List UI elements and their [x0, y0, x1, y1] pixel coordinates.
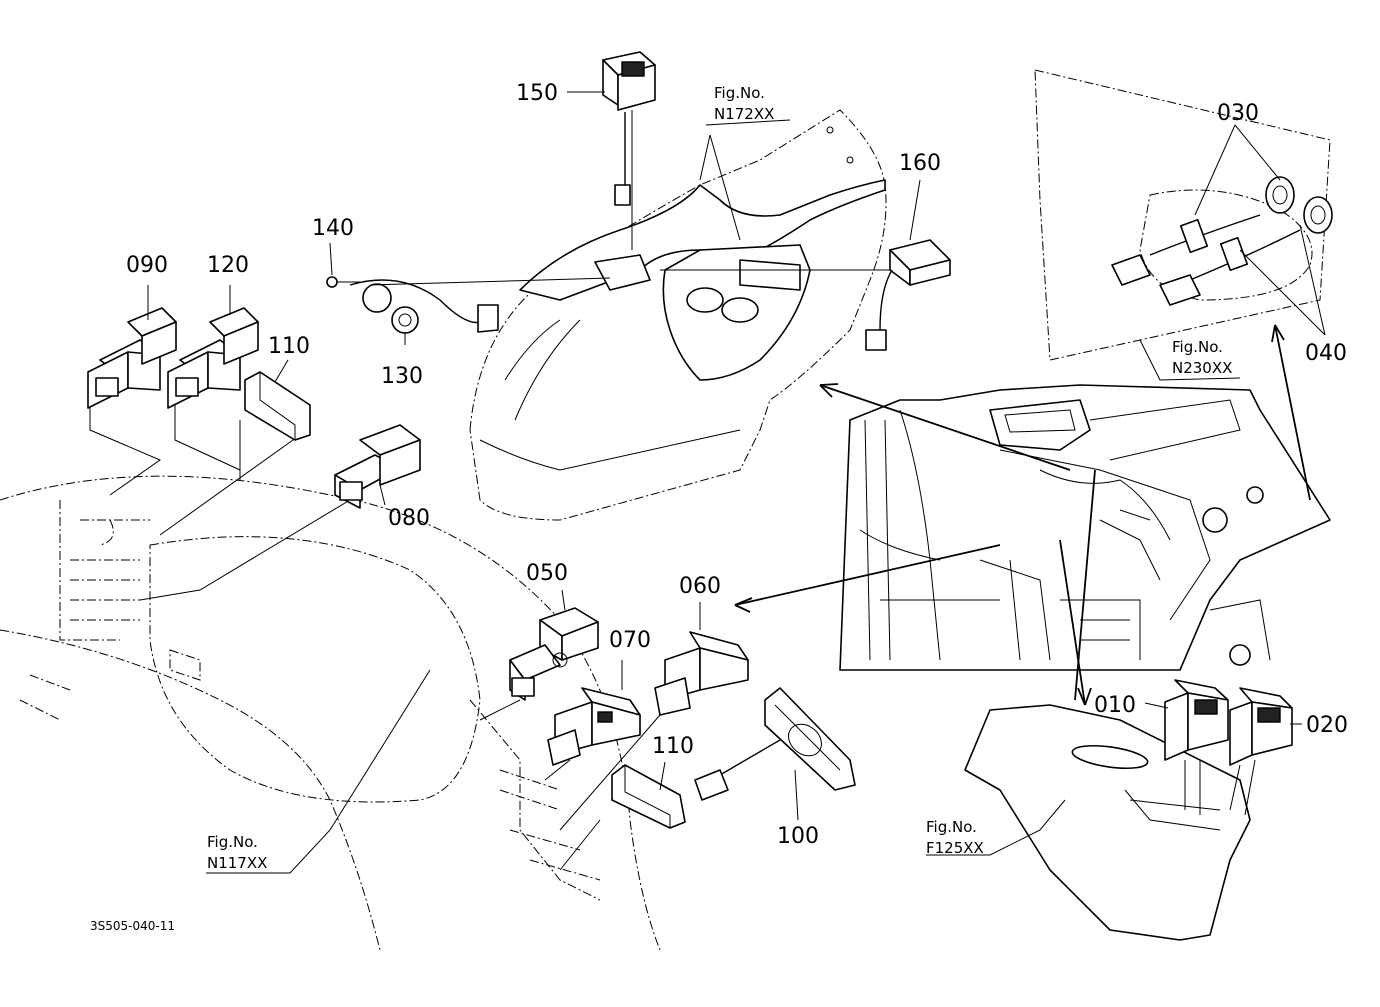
- tractor-cab-illustration: [839, 384, 1331, 671]
- label-120: 120: [207, 253, 249, 278]
- bracket-110-lower: [559, 764, 686, 871]
- label-070: 070: [609, 628, 651, 653]
- connector-030: [1111, 176, 1295, 286]
- switch-160: [660, 239, 951, 351]
- fig-n230-title: Fig.No.: [1172, 338, 1223, 356]
- left-fender-outline: [0, 475, 661, 951]
- callout-arrows: [734, 324, 1311, 706]
- label-130: 130: [381, 364, 423, 389]
- switch-070: [544, 687, 641, 781]
- label-020: 020: [1306, 713, 1348, 738]
- switch-020: [1229, 687, 1293, 816]
- switch-050: [479, 607, 599, 721]
- label-140: 140: [312, 216, 354, 241]
- switch-150: [602, 51, 656, 250]
- lamp-100: [694, 687, 856, 801]
- figure-references: Fig.No. N172XX Fig.No. N230XX Fig.No. N1…: [207, 84, 1232, 872]
- switch-120: [167, 307, 259, 409]
- label-110-lower: 110: [652, 734, 694, 759]
- switch-080: [334, 424, 421, 509]
- label-090: 090: [126, 253, 168, 278]
- fig-f125-title: Fig.No.: [926, 818, 977, 836]
- label-leaders: [147, 91, 1302, 874]
- fig-n117-title: Fig.No.: [207, 833, 258, 851]
- fig-n117-number: N117XX: [207, 854, 267, 872]
- part-number-labels: 010 020 030 040 050 060 070 080 090 100 …: [126, 81, 1348, 849]
- fig-n172-title: Fig.No.: [714, 84, 765, 102]
- label-080: 080: [388, 506, 430, 531]
- leader-lines-right-top: [1139, 124, 1326, 381]
- drawing-code: 3S505-040-11: [90, 919, 175, 933]
- fig-n172-number: N172XX: [714, 105, 774, 123]
- switch-090: [87, 307, 177, 409]
- label-160: 160: [899, 151, 941, 176]
- fig-f125-number: F125XX: [926, 839, 984, 857]
- switch-010: [1164, 679, 1229, 815]
- bracket-110-upper: [244, 371, 311, 441]
- label-110-upper: 110: [268, 334, 310, 359]
- label-010: 010: [1094, 693, 1136, 718]
- right-panel-outline: [1034, 69, 1331, 361]
- fig-n230-number: N230XX: [1172, 359, 1232, 377]
- label-100: 100: [777, 824, 819, 849]
- label-050: 050: [526, 561, 568, 586]
- label-150: 150: [516, 81, 558, 106]
- lighter-assembly-130: [349, 277, 611, 334]
- leader-lines-left: [89, 405, 351, 601]
- label-030: 030: [1217, 101, 1259, 126]
- console-housing: [469, 109, 887, 521]
- right-lower-panel: [964, 704, 1251, 941]
- connector-040: [1159, 196, 1333, 306]
- screw-140: [326, 276, 360, 288]
- switch-060: [559, 631, 749, 831]
- label-040: 040: [1305, 341, 1347, 366]
- label-060: 060: [679, 574, 721, 599]
